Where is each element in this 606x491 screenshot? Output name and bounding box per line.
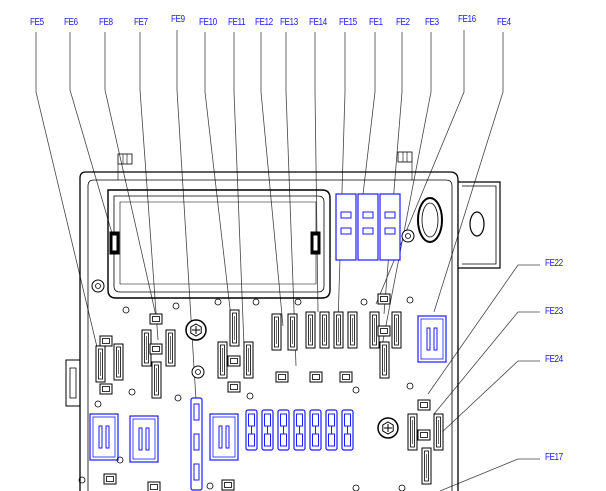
mount-points [78, 296, 414, 491]
fuse-label-fe5: FE5 [30, 17, 44, 28]
fuse-label-fe15: FE15 [339, 17, 357, 28]
fuse-label-fe13: FE13 [280, 17, 298, 28]
fuse-label-fe9: FE9 [171, 14, 185, 25]
fuse-label-fe7: FE7 [134, 17, 148, 28]
fuse-label-fe14: FE14 [309, 17, 327, 28]
fuse-label-fe24: FE24 [545, 354, 563, 365]
fuse-label-fe4: FE4 [497, 17, 511, 28]
fuse-label-fe16: FE16 [458, 14, 476, 25]
fuse-label-fe8: FE8 [99, 17, 113, 28]
housing [65, 151, 501, 491]
fuse-label-fe3: FE3 [425, 17, 439, 28]
fuse-label-fe17: FE17 [545, 452, 563, 463]
fuse-label-fe1: FE1 [369, 17, 383, 28]
fuse-label-fe2: FE2 [396, 17, 410, 28]
fuse-label-fe10: FE10 [199, 17, 217, 28]
blue-components [89, 193, 447, 491]
fuse-label-fe11: FE11 [228, 17, 246, 28]
fuse-label-fe12: FE12 [255, 17, 273, 28]
cover-slot [107, 189, 331, 299]
fasteners [91, 197, 485, 439]
fuse-label-fe22: FE22 [545, 258, 563, 269]
fuse-label-fe6: FE6 [64, 17, 78, 28]
fuse-label-fe23: FE23 [545, 306, 563, 317]
